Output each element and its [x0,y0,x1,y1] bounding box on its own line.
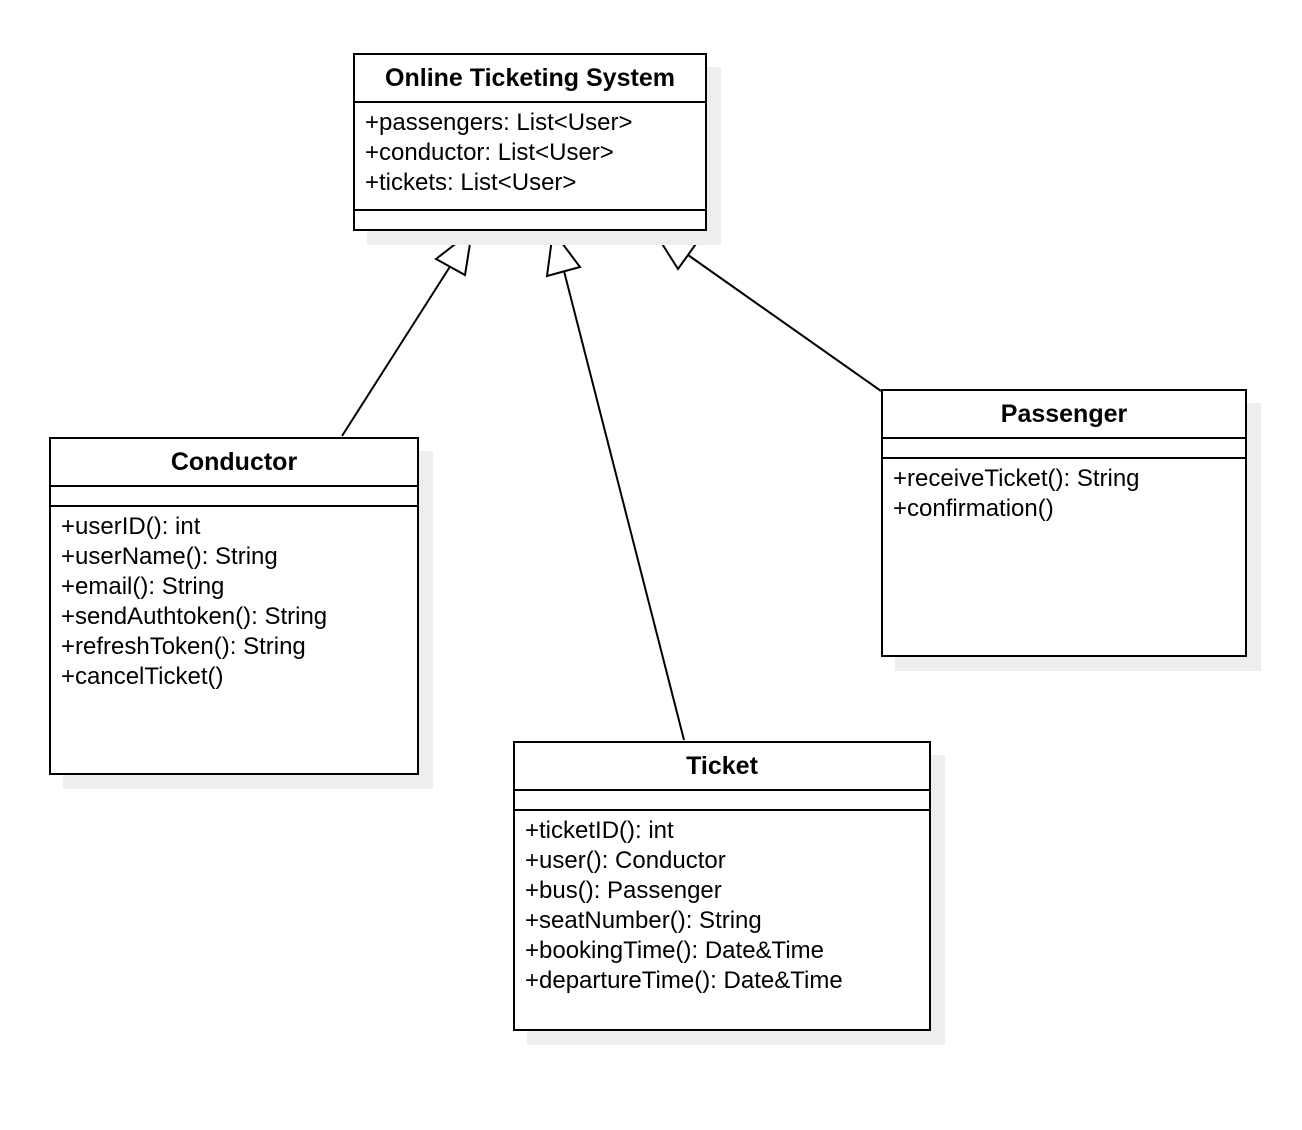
class-name: Ticket [515,743,929,791]
generalization-arrowhead [545,228,582,278]
class-ticket[interactable]: Ticket +ticketID(): int +user(): Conduct… [513,741,931,1031]
method: +bookingTime(): Date&Time [525,937,824,964]
methods-section [355,211,705,231]
method: +user(): Conductor [525,847,726,874]
attribute: +tickets: List<User> [365,169,577,196]
class-name: Passenger [883,391,1245,439]
generalization-ticket-to-ots [545,228,685,741]
method: +departureTime(): Date&Time [525,967,843,994]
methods-section: +userID(): int +userName(): String +emai… [51,507,417,697]
method: +ticketID(): int [525,817,674,844]
method: +userName(): String [61,543,278,570]
generalization-arrowhead [651,229,700,271]
generalization-passenger-to-ots [651,229,882,392]
class-online-ticketing-system[interactable]: Online Ticketing System +passengers: Lis… [353,53,707,231]
attributes-section: +passengers: List<User> +conductor: List… [355,103,705,211]
method: +cancelTicket() [61,663,224,690]
method: +confirmation() [893,495,1054,522]
methods-section: +receiveTicket(): String +confirmation() [883,459,1245,529]
attributes-section [883,439,1245,459]
method: +receiveTicket(): String [893,465,1140,492]
attribute: +passengers: List<User> [365,109,633,136]
class-name: Online Ticketing System [355,55,705,103]
generalization-arrowhead [434,228,474,277]
generalization-line [687,254,882,392]
generalization-line [341,264,452,437]
attributes-section [51,487,417,507]
method: +refreshToken(): String [61,633,306,660]
class-passenger[interactable]: Passenger +receiveTicket(): String +conf… [881,389,1247,657]
method: +seatNumber(): String [525,907,762,934]
methods-section: +ticketID(): int +user(): Conductor +bus… [515,811,929,1001]
generalization-conductor-to-ots [341,228,474,437]
generalization-line [563,270,685,741]
method: +bus(): Passenger [525,877,722,904]
method: +email(): String [61,573,225,600]
attributes-section [515,791,929,811]
method: +sendAuthtoken(): String [61,603,328,630]
method: +userID(): int [61,513,201,540]
class-conductor[interactable]: Conductor +userID(): int +userName(): St… [49,437,419,775]
attribute: +conductor: List<User> [365,139,614,166]
class-name: Conductor [51,439,417,487]
